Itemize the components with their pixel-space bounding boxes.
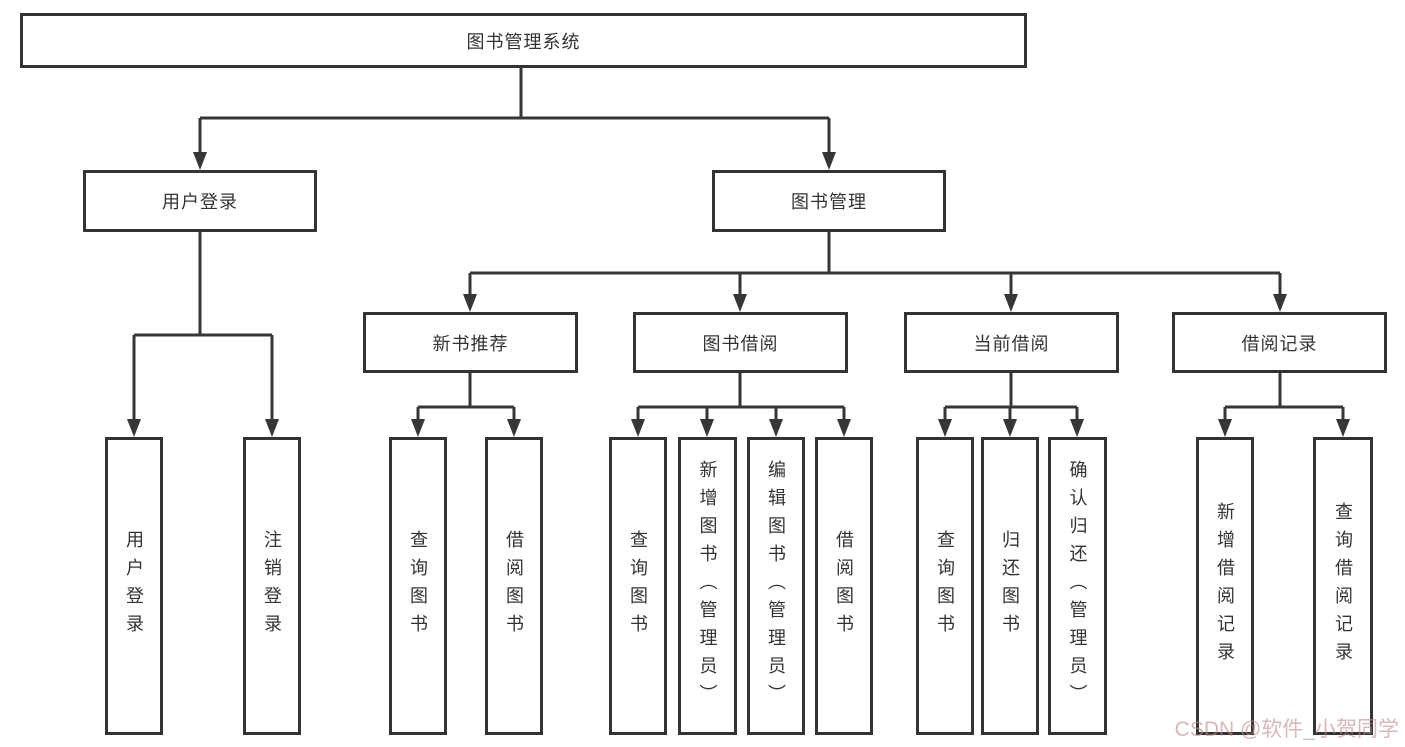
node-label: 用户登录 [162, 192, 238, 212]
node-new-book-recommend: 新书推荐 [363, 312, 578, 373]
node-label: 归还图书 [1000, 530, 1020, 642]
node-label: 查询图书 [628, 530, 648, 642]
node-label: 查询图书 [935, 530, 955, 642]
node-current-borrow: 当前借阅 [904, 312, 1119, 373]
node-leaf-add-book-admin: 新增图书（管理员） [678, 437, 737, 735]
node-label: 确认归还（管理员） [1067, 460, 1088, 712]
node-label: 新增借阅记录 [1215, 502, 1235, 670]
node-label: 编辑图书（管理员） [766, 460, 786, 712]
node-label: 借阅图书 [504, 530, 524, 642]
node-label: 新增图书（管理员） [697, 460, 718, 712]
node-label: 查询借阅记录 [1333, 502, 1353, 670]
node-label: 图书管理系统 [466, 31, 581, 52]
node-leaf-query-book-current: 查询图书 [916, 437, 974, 735]
node-label: 当前借阅 [973, 333, 1050, 354]
node-book-borrow: 图书借阅 [633, 312, 848, 373]
node-label: 用户登录 [124, 530, 144, 642]
node-user-login: 用户登录 [83, 170, 317, 232]
node-label: 图书管理 [791, 192, 867, 212]
node-label: 注销登录 [262, 530, 282, 642]
node-leaf-query-borrow-record: 查询借阅记录 [1313, 437, 1373, 735]
node-leaf-user-login: 用户登录 [105, 437, 163, 735]
node-root-library-management-system: 图书管理系统 [20, 13, 1027, 68]
node-leaf-query-book-recommend: 查询图书 [389, 437, 447, 735]
arrowheads [127, 152, 1350, 437]
node-leaf-confirm-return-admin: 确认归还（管理员） [1048, 437, 1107, 735]
node-leaf-borrow-book: 借阅图书 [815, 437, 873, 735]
node-leaf-edit-book-admin: 编辑图书（管理员） [747, 437, 805, 735]
node-label: 新书推荐 [432, 333, 509, 354]
node-label: 借阅图书 [834, 530, 854, 642]
node-leaf-add-borrow-record: 新增借阅记录 [1196, 437, 1254, 735]
node-leaf-logout: 注销登录 [243, 437, 301, 735]
node-label: 图书借阅 [702, 333, 779, 354]
node-leaf-borrow-book-recommend: 借阅图书 [485, 437, 543, 735]
node-book-management: 图书管理 [712, 170, 946, 232]
node-borrow-records: 借阅记录 [1172, 312, 1387, 373]
node-label: 借阅记录 [1241, 333, 1318, 354]
node-leaf-return-book: 归还图书 [981, 437, 1039, 735]
node-label: 查询图书 [408, 530, 428, 642]
node-leaf-query-book-borrow: 查询图书 [609, 437, 667, 735]
